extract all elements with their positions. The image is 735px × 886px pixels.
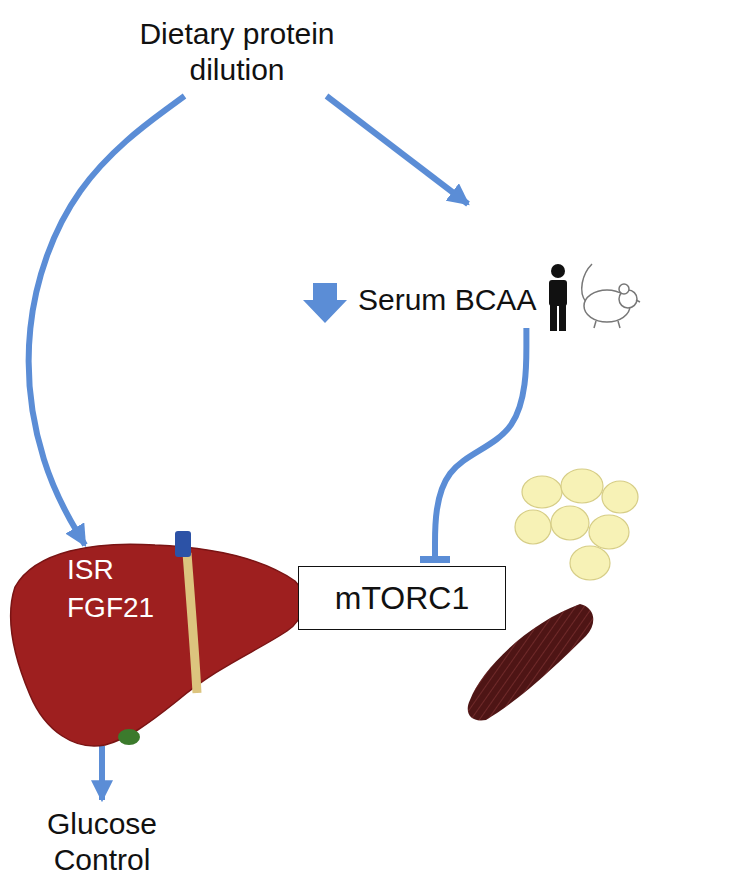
- liver-organ: ISRFGF21: [5, 525, 310, 753]
- connector-arrow: [99, 746, 105, 800]
- adipocytes: [515, 469, 638, 580]
- connector-arrow: [29, 96, 185, 545]
- connector-arrow: [435, 328, 526, 560]
- human-icon: [549, 264, 567, 331]
- connector-arrow: [327, 96, 469, 204]
- node-label: Glucose Control: [20, 806, 185, 878]
- text-node: Glucose Control: [20, 806, 185, 878]
- node-label: Serum BCAA: [358, 282, 536, 318]
- node-label: ISR: [5, 551, 310, 589]
- node-label: Dietary protein dilution: [130, 16, 345, 88]
- text-node: Serum BCAA: [358, 282, 536, 318]
- box-label: mTORC1: [335, 579, 470, 617]
- decrease-arrow: [303, 283, 347, 323]
- text-node: Dietary protein dilution: [130, 16, 345, 88]
- node-label: FGF21: [5, 589, 310, 627]
- mouse-icon: [582, 264, 640, 328]
- process-box: mTORC1: [298, 566, 506, 630]
- liver-shape: [5, 525, 310, 753]
